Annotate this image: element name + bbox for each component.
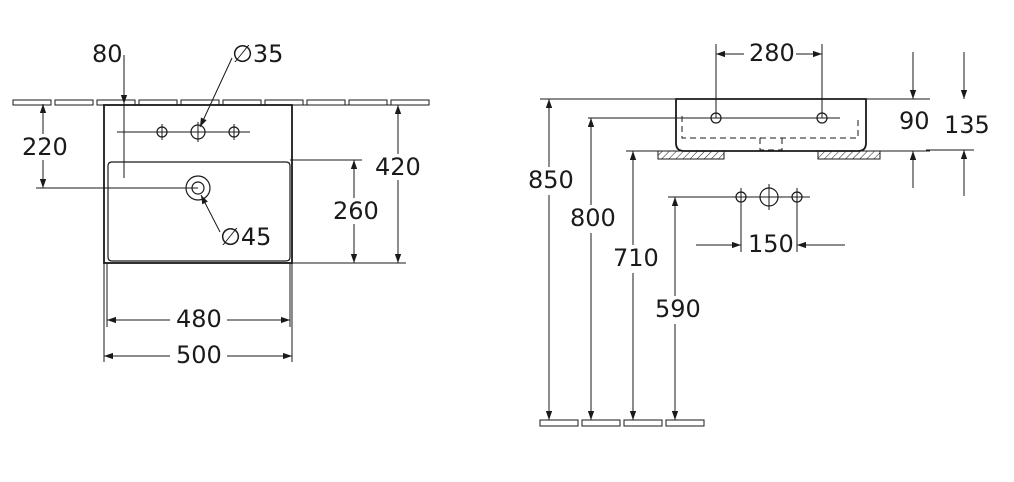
dim-420-label: 420	[375, 153, 421, 181]
dim-800-label: 800	[570, 204, 616, 232]
dim-90-label: 90	[899, 107, 930, 135]
dim-480-label: 480	[176, 305, 222, 333]
dim-135: 135	[926, 52, 990, 196]
dim-150: 150	[696, 206, 845, 258]
dim-850: 850	[526, 99, 574, 420]
basin-side-outline	[675, 98, 867, 152]
dim-420: 420	[292, 104, 424, 264]
dim-280-label: 280	[749, 39, 795, 67]
dim-220-label: 220	[22, 133, 68, 161]
dim-dia35-label: ∅35	[232, 40, 283, 68]
dim-590: 590	[652, 197, 702, 420]
dim-150-label: 150	[748, 230, 794, 258]
plan-view: 80 ∅35 220 420 260	[12, 40, 430, 369]
dim-80-label: 80	[92, 40, 123, 68]
fixing-holes	[588, 112, 840, 124]
dim-500: 500	[103, 263, 293, 369]
dim-590-label: 590	[655, 295, 701, 323]
dim-135-label: 135	[944, 111, 990, 139]
dim-220: 220	[18, 104, 198, 189]
dim-dia45: ∅45	[200, 194, 271, 251]
dim-710: 710	[610, 150, 724, 420]
dim-80: 80	[92, 40, 128, 178]
dim-260-label: 260	[333, 197, 379, 225]
mounting-supports	[657, 150, 881, 160]
dim-710-label: 710	[613, 244, 659, 272]
dim-850-label: 850	[528, 166, 574, 194]
wall-tiles	[12, 99, 430, 106]
basin-plan-outline	[103, 104, 293, 264]
dim-dia45-label: ∅45	[220, 223, 271, 251]
tap-holes	[117, 122, 250, 142]
dim-90: 90	[866, 52, 930, 188]
dim-280: 280	[715, 39, 823, 118]
dim-260: 260	[290, 159, 380, 263]
floor-tiles	[539, 419, 705, 427]
waste-outlet	[668, 184, 810, 210]
dim-800: 800	[567, 118, 617, 420]
dim-500-label: 500	[176, 341, 222, 369]
side-view: 280 90 135 850	[526, 39, 990, 427]
dim-480: 480	[106, 263, 291, 333]
dim-dia35: ∅35	[199, 40, 283, 128]
